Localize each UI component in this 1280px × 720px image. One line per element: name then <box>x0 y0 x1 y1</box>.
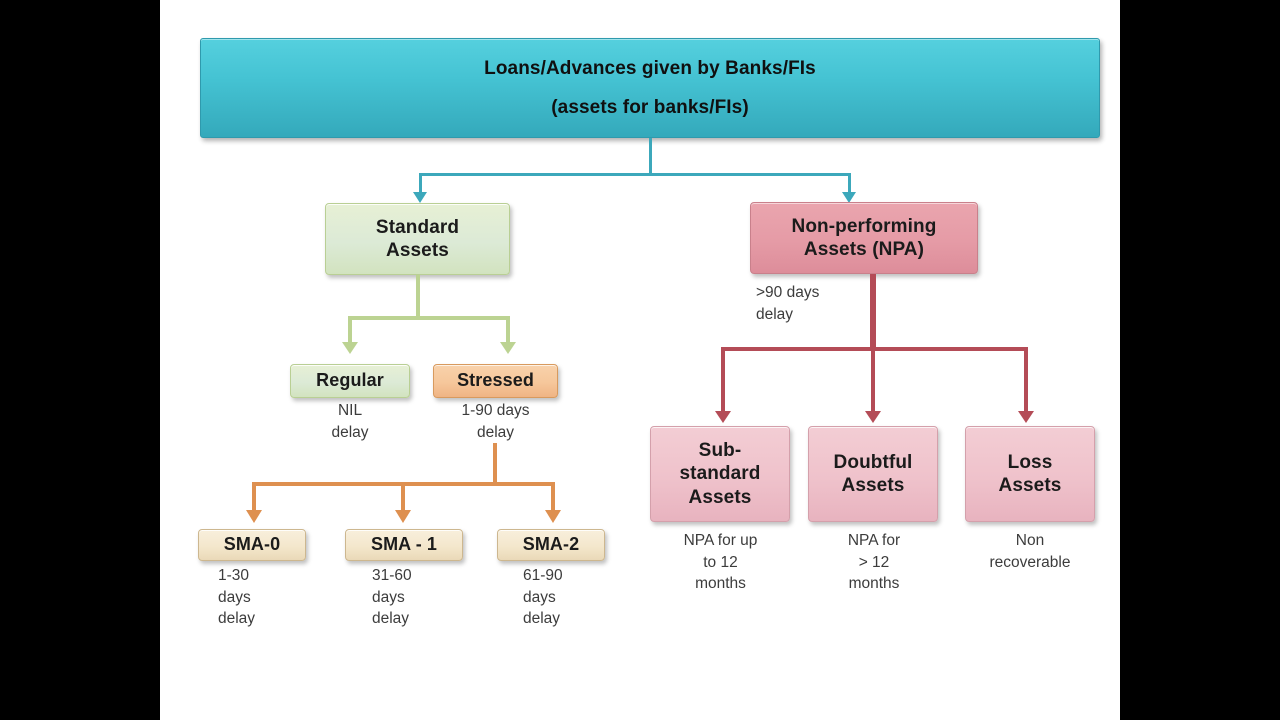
connector-root-left-drop <box>419 173 422 195</box>
node-stressed[interactable]: Stressed <box>433 364 558 398</box>
node-sma-0[interactable]: SMA-0 <box>198 529 306 561</box>
caption-sma-0: 1-30 days delay <box>218 567 256 628</box>
arrowhead-to-standard-assets <box>413 192 427 203</box>
caption-substandard-assets: NPA for up to 12 months <box>683 532 758 593</box>
node-loss-assets[interactable]: Loss Assets <box>965 426 1095 522</box>
node-regular[interactable]: Regular <box>290 364 410 398</box>
caption-sma-2: 61-90 days delay <box>523 567 563 628</box>
connector-standard-bus <box>348 316 510 320</box>
connector-sma2-drop <box>551 482 555 512</box>
arrowhead-to-substandard-assets <box>715 411 731 423</box>
node-sma-1[interactable]: SMA - 1 <box>345 529 463 561</box>
connector-sma1-drop <box>401 482 405 512</box>
node-non-performing-assets[interactable]: Non-performing Assets (NPA) <box>750 202 978 274</box>
arrowhead-to-sma-1 <box>395 510 411 523</box>
node-standard-assets[interactable]: Standard Assets <box>325 203 510 275</box>
caption-doubtful-assets: NPA for > 12 months <box>847 532 901 593</box>
node-loans-advances[interactable]: Loans/Advances given by Banks/FIs (asset… <box>200 38 1100 138</box>
caption-loss-assets: Non recoverable <box>989 532 1071 571</box>
letterbox-left <box>0 0 160 720</box>
arrowhead-to-regular <box>342 342 358 354</box>
node-sma-2[interactable]: SMA-2 <box>497 529 605 561</box>
connector-npa-stem <box>870 274 876 350</box>
arrowhead-to-sma-2 <box>545 510 561 523</box>
arrowhead-to-sma-0 <box>246 510 262 523</box>
node-doubtful-assets[interactable]: Doubtful Assets <box>808 426 938 522</box>
caption-sma-1: 31-60 days delay <box>372 567 412 628</box>
caption-regular: NIL delay <box>331 402 369 441</box>
connector-standard-stem <box>416 275 420 318</box>
root-line-1: Loans/Advances given by Banks/FIs <box>484 57 816 79</box>
caption-npa-delay: >90 days delay <box>756 284 820 323</box>
flowchart-surface: Loans/Advances given by Banks/FIs (asset… <box>160 0 1120 720</box>
connector-root-stem <box>649 138 652 175</box>
arrowhead-to-doubtful-assets <box>865 411 881 423</box>
node-substandard-assets[interactable]: Sub- standard Assets <box>650 426 790 522</box>
letterbox-right <box>1120 0 1280 720</box>
connector-stressed-stem <box>493 443 497 484</box>
arrowhead-to-loss-assets <box>1018 411 1034 423</box>
connector-root-right-drop <box>848 173 851 195</box>
connector-doubtful-drop <box>871 347 875 413</box>
connector-sma0-drop <box>252 482 256 512</box>
arrowhead-to-stressed <box>500 342 516 354</box>
root-line-2: (assets for banks/FIs) <box>551 97 749 118</box>
caption-stressed: 1-90 days delay <box>461 402 530 441</box>
arrowhead-to-npa <box>842 192 856 203</box>
connector-standard-right-drop <box>506 316 510 344</box>
connector-substandard-drop <box>721 347 725 413</box>
connector-loss-drop <box>1024 347 1028 413</box>
connector-root-bus <box>419 173 851 176</box>
connector-standard-left-drop <box>348 316 352 344</box>
